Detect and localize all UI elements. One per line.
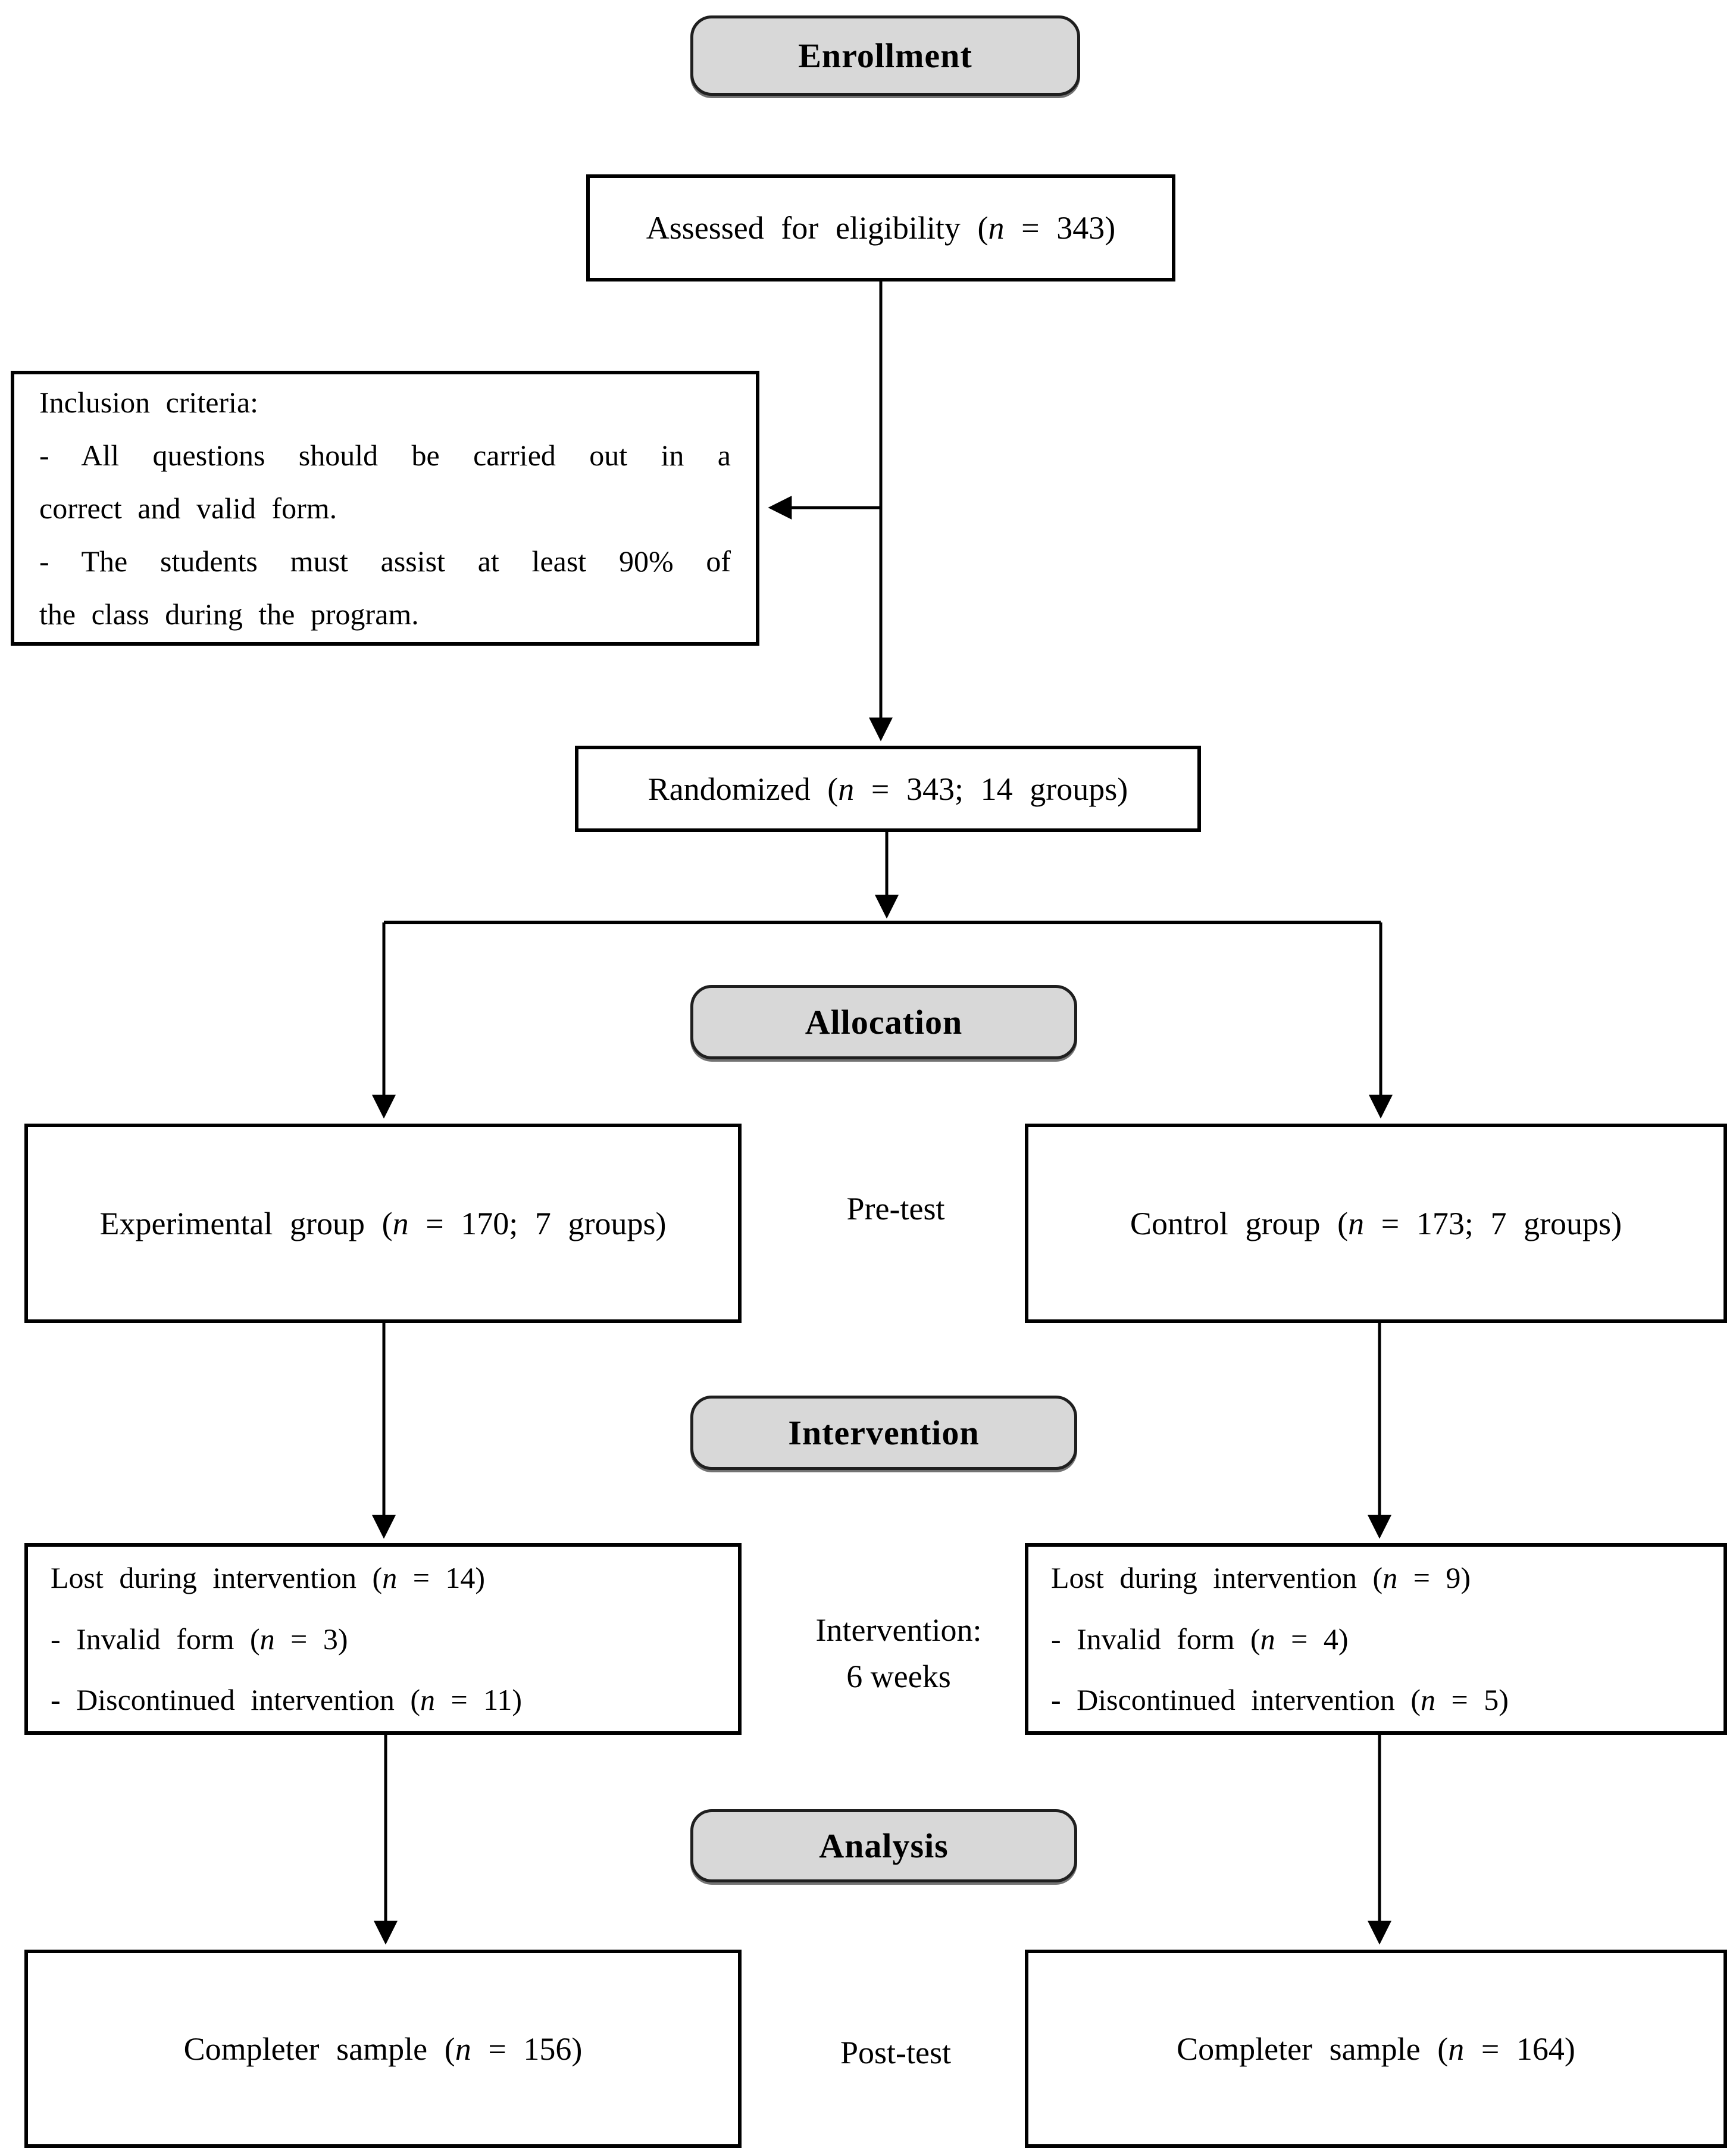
- lost-left-line: - Invalid form (n = 3): [51, 1622, 348, 1656]
- experimental-group-text: Experimental group (n = 170; 7 groups): [99, 1205, 667, 1241]
- experimental-group-box: Experimental group (n = 170; 7 groups): [24, 1124, 742, 1323]
- randomized-box: Randomized (n = 343; 14 groups): [575, 746, 1201, 832]
- intervention-duration-label: Intervention: 6 weeks: [780, 1607, 1018, 1700]
- control-group-text: Control group (n = 173; 7 groups): [1130, 1205, 1622, 1241]
- completer-left-text: Completer sample (n = 156): [183, 2031, 583, 2067]
- pre-test-label: Pre-test: [846, 1191, 945, 1227]
- stage-enrollment: Enrollment: [690, 15, 1080, 96]
- inclusion-line: the class during the program.: [39, 597, 419, 631]
- completer-sample-right-box: Completer sample (n = 164): [1025, 1950, 1727, 2148]
- lost-left-line: Lost during intervention (n = 14): [51, 1561, 486, 1595]
- stage-analysis: Analysis: [690, 1809, 1077, 1882]
- assessed-for-eligibility-box: Assessed for eligibility (n = 343): [586, 174, 1175, 281]
- inclusion-line: - The students must assist at least 90% …: [39, 544, 731, 578]
- lost-right-line: - Invalid form (n = 4): [1051, 1622, 1349, 1656]
- lost-right-line: Lost during intervention (n = 9): [1051, 1561, 1471, 1595]
- randomized-text: Randomized (n = 343; 14 groups): [648, 771, 1128, 807]
- lost-right-line: - Discontinued intervention (n = 5): [1051, 1683, 1509, 1717]
- inclusion-line: correct and valid form.: [39, 491, 337, 525]
- intervention-duration-line: 6 weeks: [846, 1659, 951, 1695]
- lost-left-line: - Discontinued intervention (n = 11): [51, 1683, 523, 1717]
- post-test-label: Post-test: [840, 2035, 952, 2070]
- intervention-duration-line: Intervention:: [815, 1612, 982, 1648]
- inclusion-criteria-box: Inclusion criteria: - All questions shou…: [11, 371, 759, 646]
- completer-right-text: Completer sample (n = 164): [1177, 2031, 1575, 2067]
- completer-sample-left-box: Completer sample (n = 156): [24, 1950, 742, 2148]
- inclusion-line: - All questions should be carried out in…: [39, 438, 731, 472]
- assessed-text: Assessed for eligibility (n = 343): [646, 210, 1116, 246]
- control-group-box: Control group (n = 173; 7 groups): [1025, 1124, 1727, 1323]
- stage-intervention: Intervention: [690, 1396, 1077, 1470]
- stage-allocation: Allocation: [690, 985, 1077, 1059]
- lost-during-intervention-right-box: Lost during intervention (n = 9) - Inval…: [1025, 1543, 1727, 1735]
- inclusion-line: Inclusion criteria:: [39, 385, 259, 419]
- lost-during-intervention-left-box: Lost during intervention (n = 14) - Inva…: [24, 1543, 742, 1735]
